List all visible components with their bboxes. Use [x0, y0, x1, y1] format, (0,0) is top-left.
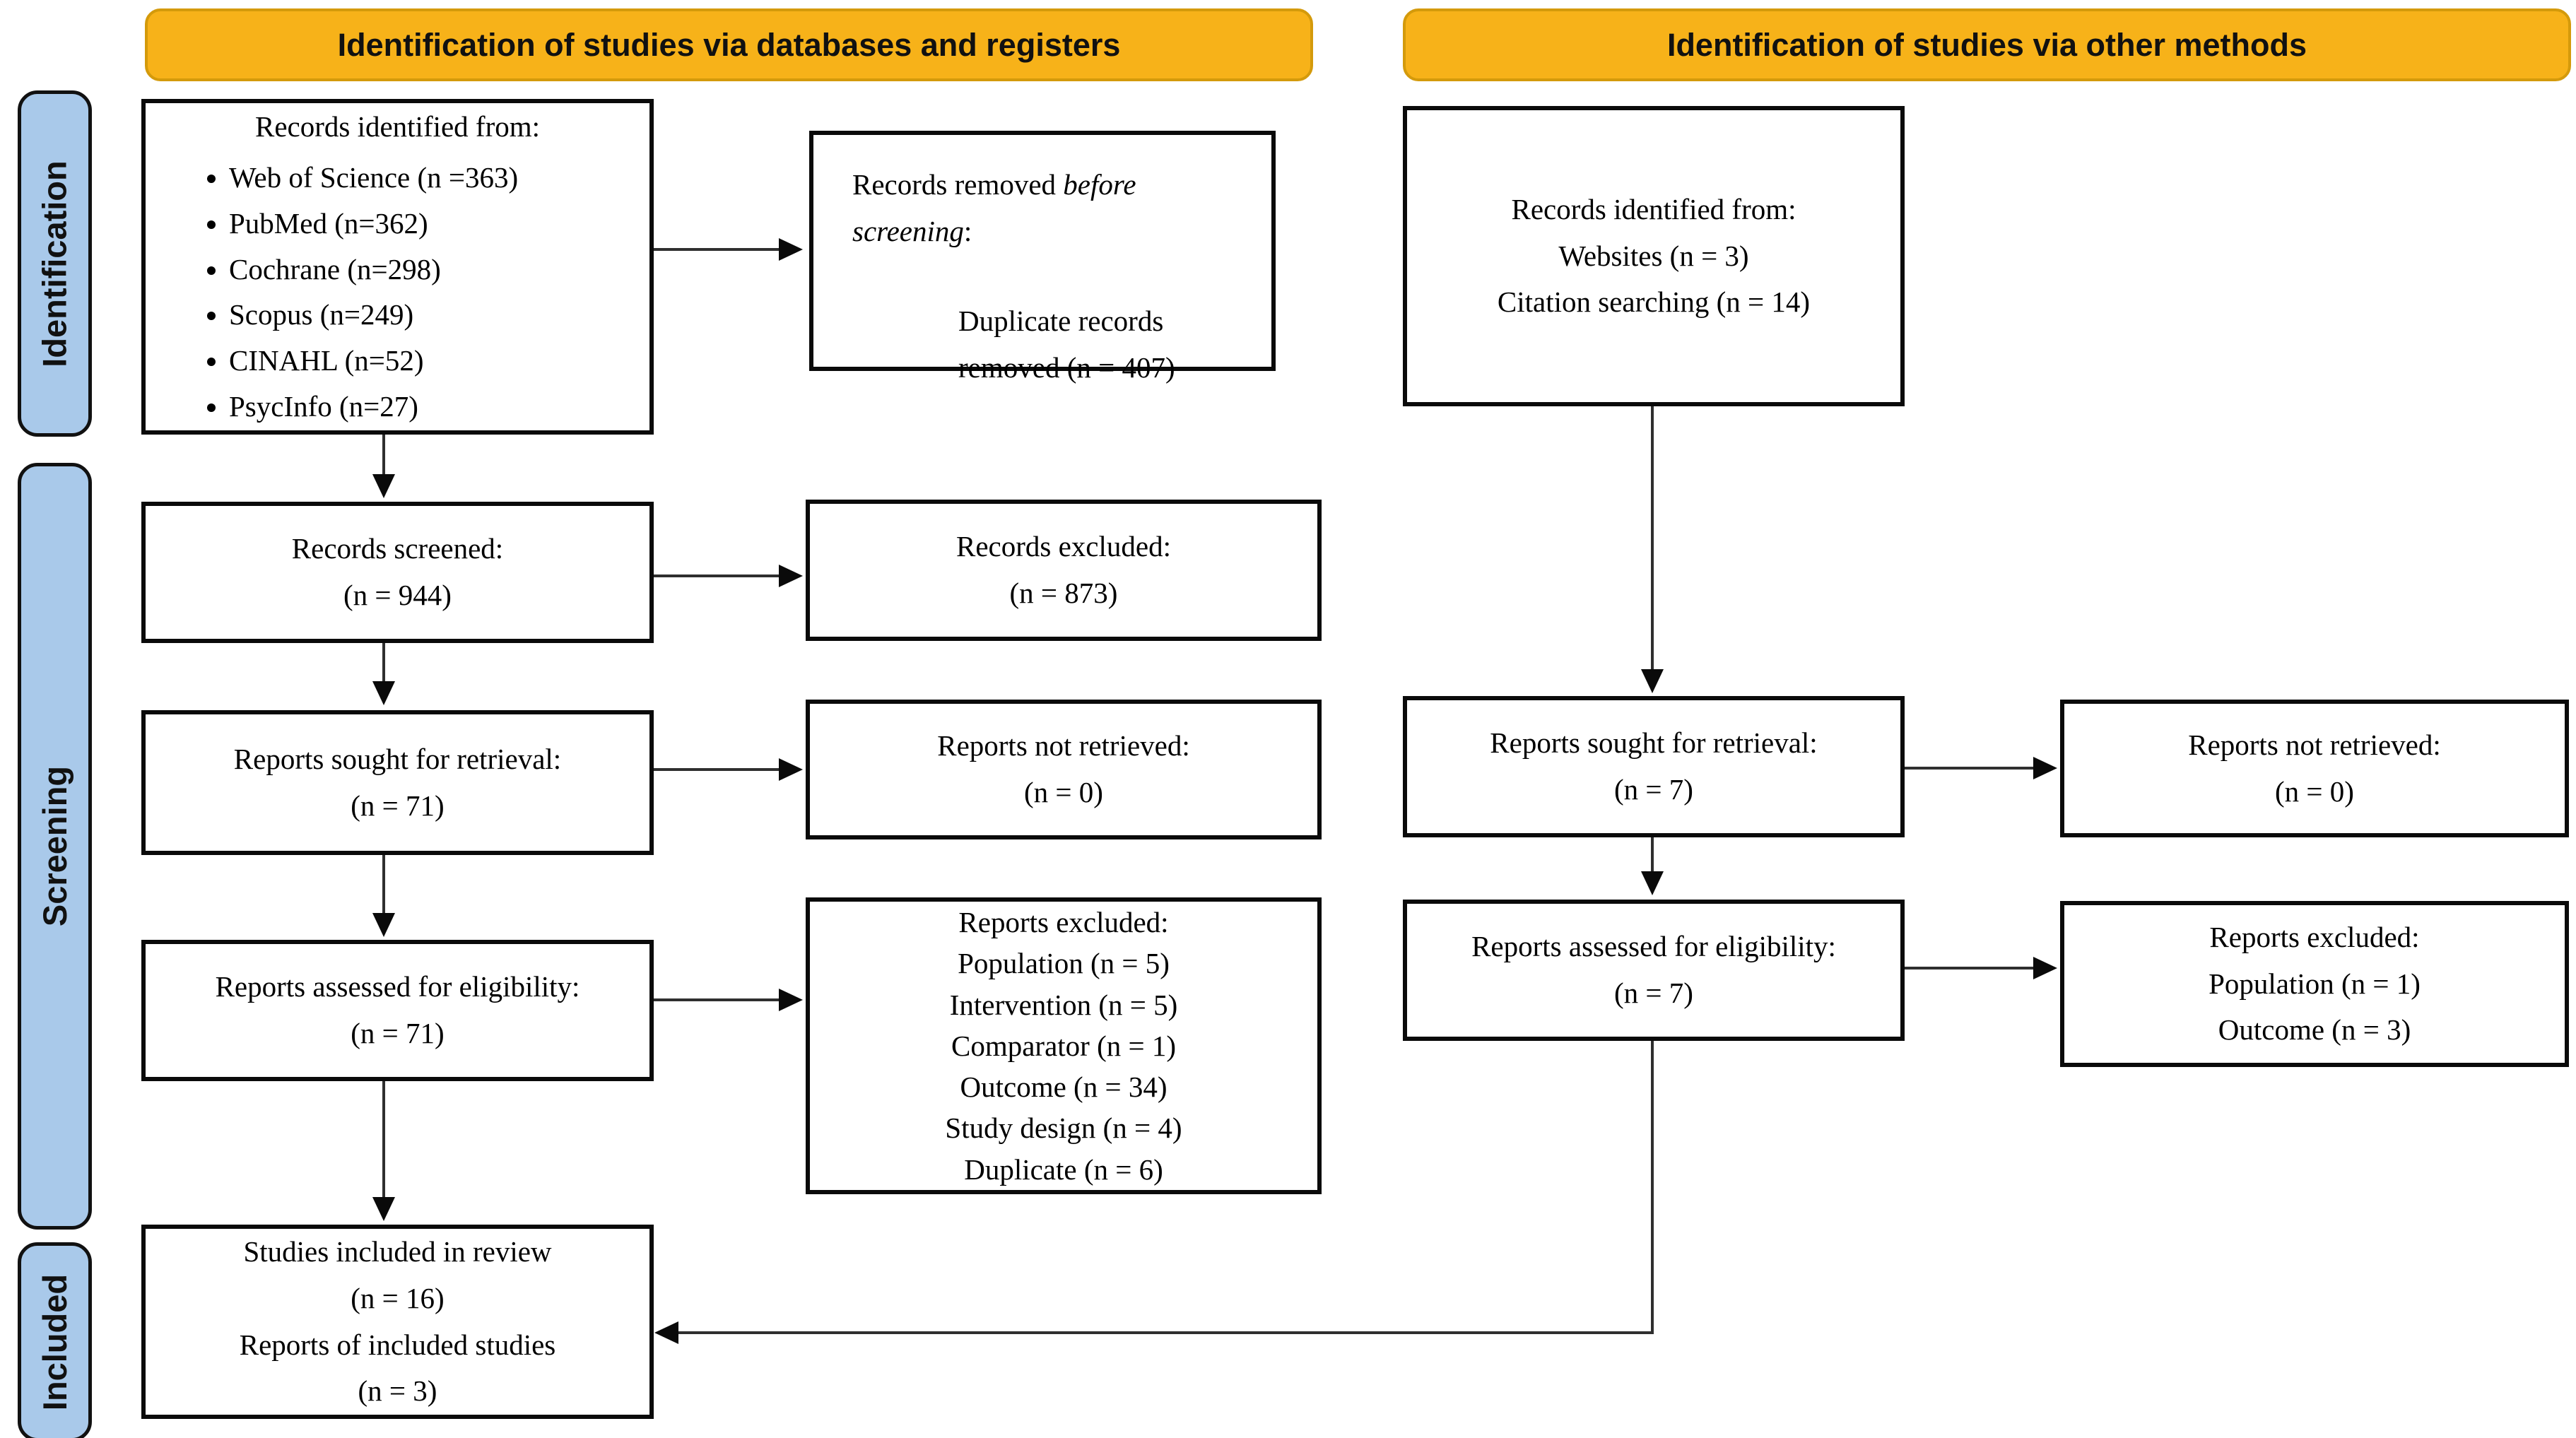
exclusion-reason: Outcome (n = 34) [960, 1071, 1168, 1104]
exclusion-reason: Comparator (n = 1) [951, 1029, 1176, 1062]
arrow-identified-to-screened [382, 435, 385, 477]
list-item: PubMed (n=362) [229, 201, 649, 247]
box-line: Reports sought for retrieval: [1490, 726, 1818, 760]
arrowhead-right-icon [779, 989, 803, 1011]
list-item: Web of Science (n =363) [229, 155, 649, 201]
box-title: Records identified from: [254, 110, 541, 143]
arrow-other-assessed-to-excluded [1905, 967, 2035, 970]
box-title: Records identified from: [1511, 193, 1796, 226]
list-item: Cochrane (n=298) [229, 247, 649, 293]
arrow-assessed-to-included [382, 1081, 385, 1200]
arrow-other-sought-to-assessed [1651, 837, 1654, 874]
arrowhead-right-icon [2033, 757, 2057, 779]
box-line: Studies included in review [243, 1235, 552, 1268]
arrow-assessed-to-excluded [654, 998, 781, 1001]
banner-other-methods: Identification of studies via other meth… [1403, 8, 2571, 81]
title-suffix: : [963, 214, 972, 247]
exclusion-reason: Study design (n = 4) [945, 1112, 1182, 1145]
stage-screening-label: Screening [36, 765, 73, 927]
arrowhead-down-icon [1641, 669, 1664, 693]
box-count: (n = 873) [1009, 577, 1118, 609]
exclusion-reason: Intervention (n = 5) [949, 988, 1178, 1021]
arrow-other-assessed-down [1651, 1041, 1654, 1333]
title-prefix: Records removed [852, 168, 1064, 201]
stage-included: Included [18, 1242, 92, 1438]
box-studies-included: Studies included in review (n = 16) Repo… [141, 1225, 654, 1419]
box-count: (n = 944) [343, 579, 452, 611]
stage-screening: Screening [18, 463, 92, 1230]
box-reports-excluded-databases: Reports excluded: Population (n = 5) Int… [806, 897, 1322, 1194]
arrow-sought-to-assessed [382, 855, 385, 916]
list-item: CINAHL (n=52) [229, 338, 649, 384]
stage-included-label: Included [36, 1273, 74, 1410]
box-line: Records excluded: [956, 530, 1171, 563]
arrowhead-down-icon [372, 1197, 395, 1221]
arrowhead-down-icon [372, 474, 395, 498]
box-title: Reports excluded: [958, 906, 1169, 939]
list-item: PsycInfo (n=27) [229, 384, 649, 430]
database-source-list: Web of Science (n =363) PubMed (n=362) C… [146, 155, 649, 430]
arrowhead-down-icon [372, 681, 395, 705]
box-title: Records removed before screening: [852, 162, 1250, 254]
box-reports-not-retrieved-other: Reports not retrieved: (n = 0) [2060, 700, 2569, 837]
arrow-other-identified-to-sought [1651, 406, 1654, 672]
box-line: Citation searching (n = 14) [1497, 285, 1811, 319]
arrowhead-down-icon [1641, 871, 1664, 895]
box-count: (n = 71) [351, 789, 445, 822]
arrow-other-to-included [677, 1331, 1654, 1334]
box-records-screened: Records screened: (n = 944) [141, 502, 654, 643]
box-reports-not-retrieved-databases: Reports not retrieved: (n = 0) [806, 700, 1322, 839]
box-count: (n = 0) [2275, 774, 2354, 808]
box-reports-assessed-other: Reports assessed for eligibility: (n = 7… [1403, 900, 1905, 1041]
box-reports-assessed-databases: Reports assessed for eligibility: (n = 7… [141, 940, 654, 1081]
box-line: Reports not retrieved: [937, 729, 1190, 762]
box-records-excluded: Records excluded: (n = 873) [806, 500, 1322, 641]
stage-identification: Identification [18, 90, 92, 437]
exclusion-reason: Outcome (n = 3) [2218, 1013, 2411, 1047]
box-reports-sought-other: Reports sought for retrieval: (n = 7) [1403, 696, 1905, 837]
arrowhead-right-icon [779, 565, 803, 587]
box-count: (n = 16) [351, 1281, 445, 1314]
box-records-identified-databases: Records identified from: Web of Science … [141, 99, 654, 435]
box-records-identified-other: Records identified from: Websites (n = 3… [1403, 106, 1905, 406]
arrowhead-down-icon [372, 913, 395, 937]
arrow-screened-to-excluded [654, 574, 781, 577]
banner-databases-registers: Identification of studies via databases … [145, 8, 1313, 81]
box-reports-excluded-other: Reports excluded: Population (n = 1) Out… [2060, 901, 2569, 1067]
box-line: Reports assessed for eligibility: [1471, 930, 1836, 963]
box-count: (n = 71) [351, 1017, 445, 1049]
box-line: Websites (n = 3) [1558, 239, 1749, 272]
box-line: Reports of included studies [239, 1328, 556, 1361]
box-line: Reports assessed for eligibility: [215, 970, 580, 1003]
box-line: Reports not retrieved: [2188, 728, 2441, 761]
stage-identification-label: Identification [36, 160, 74, 367]
exclusion-reason: Population (n = 5) [958, 947, 1170, 980]
arrowhead-left-icon [654, 1321, 678, 1344]
arrow-identified-to-removed [654, 248, 781, 251]
arrowhead-right-icon [779, 758, 803, 781]
arrow-other-sought-to-not-retrieved [1905, 767, 2035, 770]
box-reports-sought-databases: Reports sought for retrieval: (n = 71) [141, 710, 654, 855]
arrowhead-right-icon [779, 238, 803, 261]
arrow-sought-to-not-retrieved [654, 768, 781, 771]
list-item: Scopus (n=249) [229, 292, 649, 338]
box-count: (n = 7) [1614, 977, 1693, 1009]
box-count: (n = 0) [1024, 776, 1103, 808]
arrowhead-right-icon [2033, 957, 2057, 979]
box-count: (n = 3) [358, 1374, 437, 1408]
duplicate-records-line: Duplicate records removed (n = 407) [958, 305, 1175, 384]
exclusion-reason: Duplicate (n = 6) [964, 1153, 1163, 1186]
title-italic: before screening [852, 168, 1136, 247]
box-line: Records screened: [291, 532, 504, 565]
box-records-removed-before-screening: Records removed before screening: Duplic… [809, 131, 1276, 384]
box-count: (n = 7) [1614, 773, 1693, 806]
box-line: Reports sought for retrieval: [233, 742, 562, 775]
box-title: Reports excluded: [2209, 921, 2420, 954]
arrow-screened-to-sought [382, 643, 385, 684]
exclusion-reason: Population (n = 1) [2209, 967, 2421, 1000]
